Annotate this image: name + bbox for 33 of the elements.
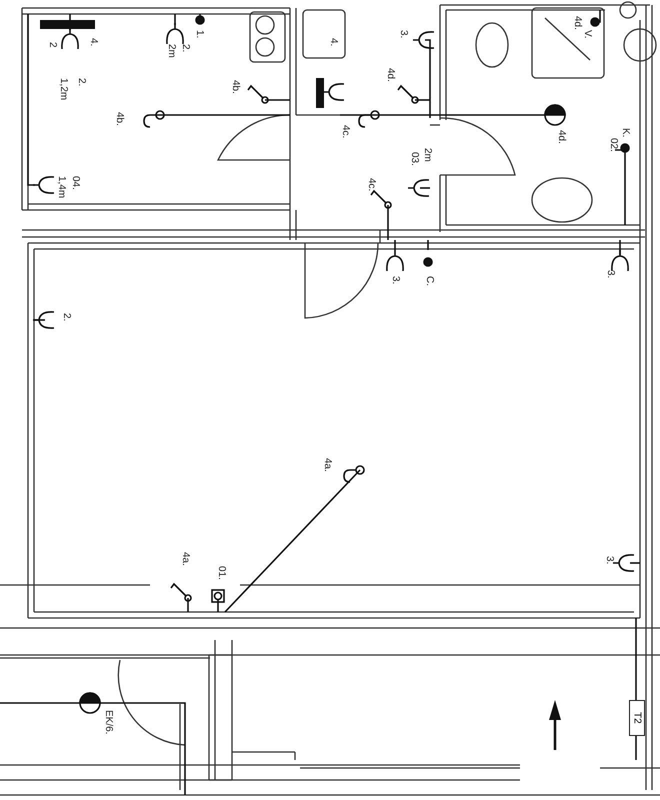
symbol-label: C. [424,276,435,286]
symbol-label: 4c. [340,125,351,138]
symbol-label: 4d. [556,130,567,144]
symbol-label: 2 [47,42,58,48]
symbol-label: 1,4m [56,176,67,198]
symbol-label: 01. [216,566,227,580]
symbol-label: 4a. [322,458,333,472]
symbol-label: 04. [70,176,81,190]
symbol-label: 4. [88,38,99,46]
symbol-label: 4c. [366,178,377,192]
symbol-label: V. [582,30,593,39]
symbol-label: 4b. [114,112,125,126]
symbol-label: 3. [398,30,409,38]
symbol-label: 03. [409,152,420,166]
symbol-label: 2m [166,44,177,58]
symbol-label: 2. [76,78,87,86]
symbol-label: 2. [61,313,72,322]
distribution-box: T2 [629,700,645,736]
symbol-label: 02. [608,138,619,152]
symbol-label: 3. [390,276,401,284]
symbol-label: 2. [180,44,191,52]
symbol-label: EK/6. [103,710,114,734]
symbol-label: 3. [604,556,615,564]
symbol-label: K. [620,128,631,138]
symbol-label: 2m [422,148,433,162]
symbol-label: 4b. [230,80,241,94]
symbol-label: 1,2m [58,78,69,100]
symbol-label: 4a. [180,552,191,566]
symbol-label: 4d. [572,16,583,30]
symbol-label: 4. [328,38,339,46]
symbol-label: 1. [194,30,205,38]
symbol-label: 3. [605,270,616,278]
symbol-label: 4d. [385,68,396,82]
